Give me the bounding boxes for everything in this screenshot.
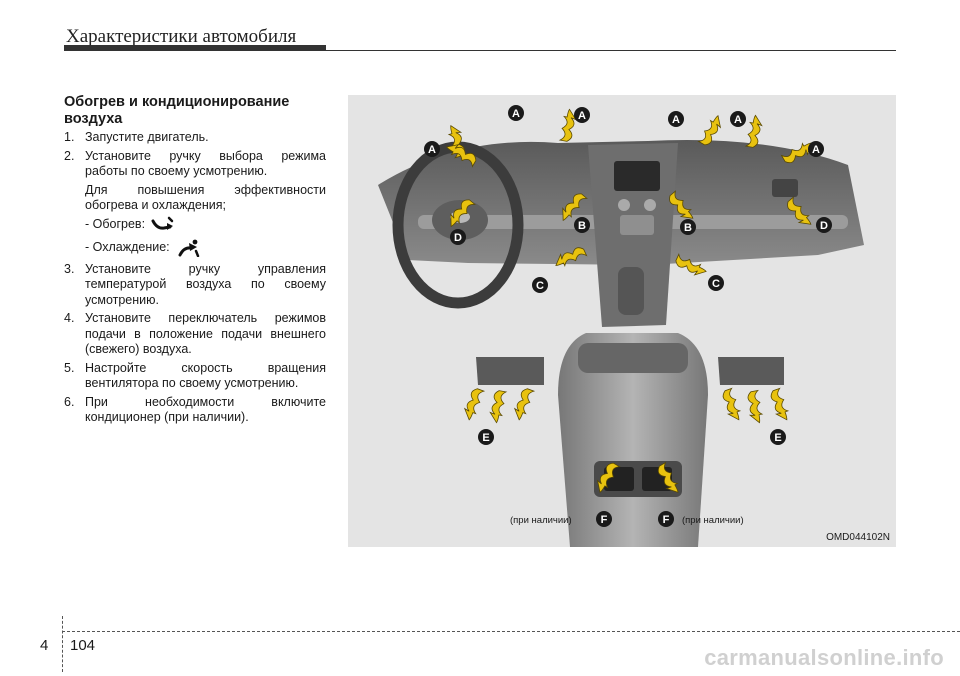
label-badge-a: A <box>668 111 684 127</box>
section-title: Обогрев и кондиционирование воздуха <box>64 94 290 127</box>
step-text: Установите ручку управления температурой… <box>85 261 326 307</box>
label-badge-f: F <box>596 511 612 527</box>
step-number: 4. <box>64 311 75 325</box>
step-text: Настройте скорость вращения вентилятора … <box>85 360 326 391</box>
svg-text:A: A <box>512 108 520 120</box>
label-badge-b: B <box>574 217 590 233</box>
step-item: 5. Настройте скорость вращения вентилято… <box>64 361 326 392</box>
floor-mode-icon <box>151 216 174 230</box>
airflow-labels: A A A A A A B B C C D D E E F F <box>424 105 832 527</box>
step-item: 1. Запустите двигатель. <box>64 130 326 146</box>
label-badge-a: A <box>574 107 590 123</box>
svg-text:C: C <box>536 280 544 292</box>
step-number: 2. <box>64 148 75 163</box>
header-rule-thin <box>64 50 896 51</box>
footer-vertical-rule <box>62 616 63 672</box>
face-mode-icon <box>178 239 199 257</box>
heating-label: - Обогрев: <box>85 216 146 231</box>
page-number: 104 <box>70 637 96 654</box>
svg-text:B: B <box>578 220 586 232</box>
page-header-title: Характеристики автомобиля <box>66 26 297 47</box>
svg-text:A: A <box>734 114 742 126</box>
label-badge-a: A <box>424 141 440 157</box>
center-display <box>614 161 660 191</box>
svg-text:F: F <box>601 514 608 526</box>
step-item: 2. Установите ручку выбора режима работы… <box>64 149 326 257</box>
label-badge-a: A <box>730 111 746 127</box>
cooling-mode-line: - Охлаждение: <box>85 239 326 257</box>
dashboard-illustration: A A A A A A B B C C D D E E F F <box>378 105 864 547</box>
label-badge-c: C <box>532 277 548 293</box>
label-badge-c: C <box>708 275 724 291</box>
right-floor-vent <box>718 357 784 385</box>
step-text: Запустите двигатель. <box>85 130 209 144</box>
svg-text:D: D <box>820 220 828 232</box>
footer-horizontal-rule <box>62 631 960 632</box>
gear-shifter <box>618 267 644 315</box>
step-note: Для повышения эффективности обогрева и о… <box>85 182 326 213</box>
label-badge-e: E <box>478 429 494 445</box>
optional-note-right: (при наличии) <box>682 515 744 526</box>
svg-text:C: C <box>712 278 720 290</box>
optional-note-left: (при наличии) <box>510 515 572 526</box>
label-badge-d: D <box>816 217 832 233</box>
svg-text:E: E <box>482 432 489 444</box>
step-item: 4. Установите переключатель режимов пода… <box>64 311 326 358</box>
step-number: 6. <box>64 394 75 409</box>
label-badge-f: F <box>658 511 674 527</box>
header-rule-thick <box>64 45 326 50</box>
svg-text:D: D <box>454 232 462 244</box>
step-number: 3. <box>64 261 75 276</box>
left-floor-vent <box>476 357 544 385</box>
step-text: При необходимости включите кондиционер (… <box>85 394 326 425</box>
svg-text:E: E <box>774 432 781 444</box>
svg-text:A: A <box>812 144 820 156</box>
watermark: carmanualsonline.info <box>704 645 944 670</box>
step-item: 3. Установите ручку управления температу… <box>64 262 326 309</box>
label-badge-e: E <box>770 429 786 445</box>
right-dash-vent <box>772 179 798 197</box>
cooling-label: - Охлаждение: <box>85 239 170 254</box>
heating-mode-line: - Обогрев: <box>85 216 326 234</box>
label-badge-a: A <box>508 105 524 121</box>
step-number: 1. <box>64 130 75 144</box>
svg-text:A: A <box>428 144 436 156</box>
chapter-number: 4 <box>40 637 49 654</box>
step-text: Установите переключатель режимов подачи … <box>85 311 326 356</box>
figure-code: OMD044102N <box>826 532 890 543</box>
svg-text:F: F <box>663 514 670 526</box>
label-badge-d: D <box>450 229 466 245</box>
steps-list: 1. Запустите двигатель. 2. Установите ру… <box>64 130 326 429</box>
step-number: 5. <box>64 360 75 375</box>
svg-text:A: A <box>578 110 586 122</box>
step-item: 6. При необходимости включите кондиционе… <box>64 395 326 426</box>
label-badge-a: A <box>808 141 824 157</box>
step-text: Установите ручку выбора режима работы по… <box>85 148 326 179</box>
svg-text:B: B <box>684 222 692 234</box>
label-badge-b: B <box>680 219 696 235</box>
dashboard-airflow-figure: A A A A A A B B C C D D E E F F (при нал… <box>348 95 896 547</box>
svg-text:A: A <box>672 114 680 126</box>
